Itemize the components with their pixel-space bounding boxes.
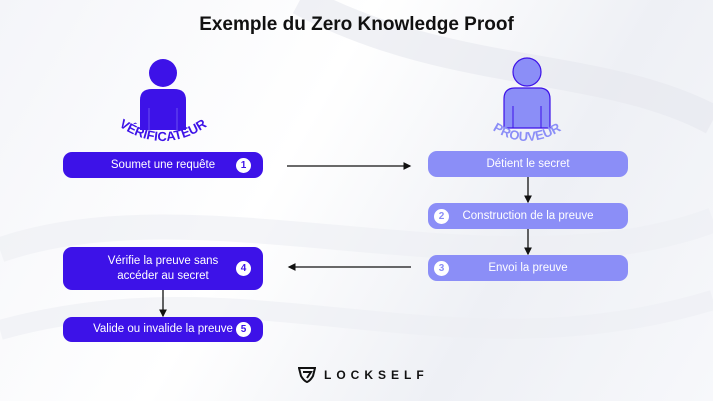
step-number: 5 [236,322,251,337]
step-4-box: Vérifie la preuve sans accéder au secret… [63,247,263,290]
step-label: Construction de la preuve [462,209,594,222]
step-label: Valide ou invalide la preuve [93,323,233,335]
shield-logo-icon [298,367,316,383]
step-label: Vérifie la preuve sans accéder au secret [107,254,219,282]
step-label: Envoi la preuve [488,261,568,274]
step-number: 3 [434,260,449,276]
verifier-person-icon [140,59,186,130]
step-number: 1 [236,157,251,173]
step-number: 4 [236,261,251,276]
step-3-box: 3 Envoi la preuve [428,255,628,281]
step-label: Détient le secret [486,157,570,170]
secret-box: Détient le secret [428,151,628,177]
lockself-logo: LOCKSELF [298,367,429,383]
step-number: 2 [434,208,449,224]
prover-person-icon [503,57,551,129]
page-title: Exemple du Zero Knowledge Proof [199,14,514,35]
step-label: Soumet une requête [110,158,216,171]
step-1-box: Soumet une requête 1 [63,152,263,178]
logo-text: LOCKSELF [324,368,429,382]
step-2-box: 2 Construction de la preuve [428,203,628,229]
